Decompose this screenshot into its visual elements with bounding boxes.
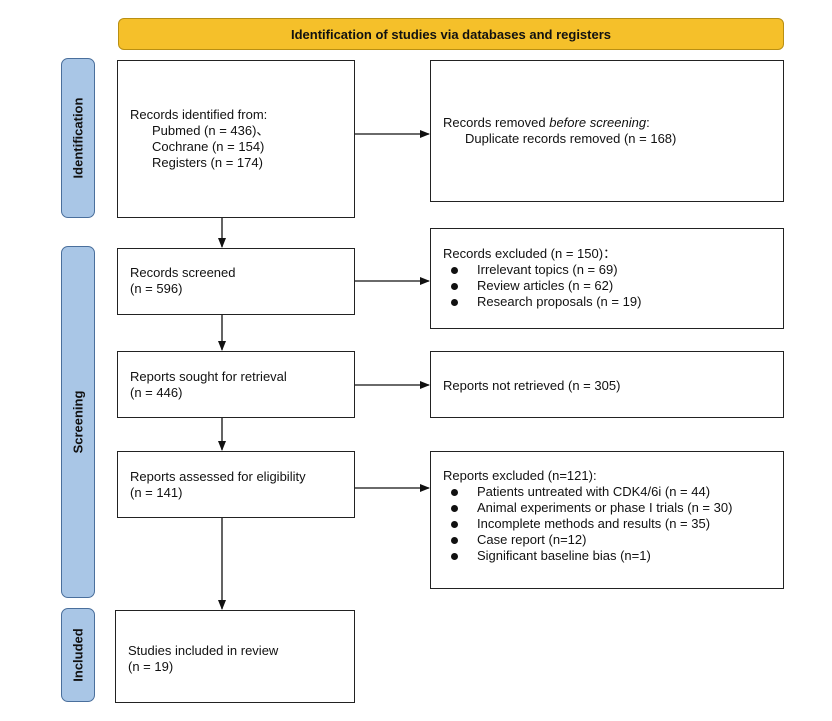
records-removed-box: Records removed before screening: Duplic… — [430, 60, 784, 202]
cochrane-count: Cochrane (n = 154) — [152, 139, 265, 154]
list-item: Review articles (n = 62) — [443, 278, 783, 294]
records-screened-count: (n = 596) — [130, 281, 183, 296]
list-item: Case report (n=12) — [443, 532, 783, 548]
studies-included-count: (n = 19) — [128, 659, 174, 674]
list-item: Incomplete methods and results (n = 35) — [443, 516, 783, 532]
reports-assessed-box: Reports assessed for eligibility (n = 14… — [117, 451, 355, 518]
reports-not-retrieved-box: Reports not retrieved (n = 305) — [430, 351, 784, 418]
duplicate-records: Duplicate records removed (n = 168) — [465, 131, 677, 146]
pubmed-count: Pubmed (n = 436)、 — [152, 123, 270, 138]
list-item: Animal experiments or phase I trials (n … — [443, 500, 783, 516]
reports-excluded-list: Patients untreated with CDK4/6i (n = 44)… — [443, 484, 783, 564]
stage-included: Included — [61, 608, 95, 702]
reports-assessed-title: Reports assessed for eligibility — [130, 469, 306, 484]
stage-screening: Screening — [61, 246, 95, 598]
header-title: Identification of studies via databases … — [290, 26, 612, 42]
list-item: Significant baseline bias (n=1) — [443, 548, 783, 564]
header-bar: Identification of studies via databases … — [118, 18, 784, 50]
records-screened-title: Records screened — [130, 265, 236, 280]
reports-sought-box: Reports sought for retrieval (n = 446) — [117, 351, 355, 418]
records-excluded-list: Irrelevant topics (n = 69) Review articl… — [443, 262, 783, 310]
reports-assessed-count: (n = 141) — [130, 485, 183, 500]
records-identified-title: Records identified from: — [130, 107, 268, 122]
studies-included-title: Studies included in review — [128, 643, 279, 658]
list-item: Patients untreated with CDK4/6i (n = 44) — [443, 484, 783, 500]
records-removed-prefix: Records removed — [443, 115, 550, 130]
records-screened-box: Records screened (n = 596) — [117, 248, 355, 315]
records-excluded-box: Records excluded (n = 150)： Irrelevant t… — [430, 228, 784, 329]
reports-excluded-title: Reports excluded (n=121): — [443, 468, 597, 483]
records-excluded-title: Records excluded (n = 150)： — [443, 246, 617, 261]
stage-identification: Identification — [61, 58, 95, 218]
reports-sought-title: Reports sought for retrieval — [130, 369, 287, 384]
records-identified-box: Records identified from: Pubmed (n = 436… — [117, 60, 355, 218]
list-item: Research proposals (n = 19) — [443, 294, 783, 310]
registers-count: Registers (n = 174) — [152, 155, 263, 170]
records-removed-suffix: : — [646, 115, 650, 130]
reports-sought-count: (n = 446) — [130, 385, 183, 400]
records-removed-emphasis: before screening — [549, 115, 647, 130]
reports-excluded-box: Reports excluded (n=121): Patients untre… — [430, 451, 784, 589]
records-removed-title: Records removed before screening: — [443, 115, 783, 131]
studies-included-box: Studies included in review (n = 19) — [115, 610, 355, 703]
reports-not-retrieved-title: Reports not retrieved (n = 305) — [443, 378, 621, 393]
list-item: Irrelevant topics (n = 69) — [443, 262, 783, 278]
